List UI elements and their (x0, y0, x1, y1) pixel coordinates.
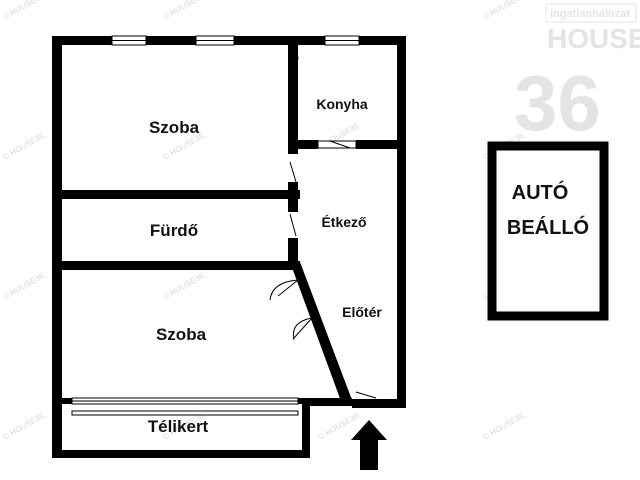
room-label-furdo: Fürdő (150, 221, 198, 240)
windows (71, 35, 360, 416)
door-furdo-leaf (289, 213, 297, 237)
door-marker (293, 55, 299, 61)
door-szoba-arc (269, 279, 299, 301)
wall-vertical-mid (288, 182, 298, 212)
wall-step-top (302, 398, 352, 406)
wall-bottom-right (352, 399, 406, 408)
watermark-repeat: © HOUSE36 (482, 411, 526, 442)
door-szoba-leaf-1 (277, 279, 299, 297)
wall-telikert-right (302, 398, 310, 458)
watermark-repeat: © HOUSE36 (162, 0, 206, 22)
wall-telikert-bottom (52, 450, 310, 458)
watermark-repeat: © HOUSE36 (2, 411, 46, 442)
room-label-eloter: Előtér (342, 304, 382, 320)
parking-label-line-1: AUTÓ (512, 180, 569, 204)
room-label-szoba-bottom: Szoba (156, 325, 207, 344)
room-label-etkezo: Étkező (321, 214, 366, 230)
parking-label-line-2: BEÁLLÓ (507, 215, 589, 239)
door-szoba-leaf-2 (293, 317, 313, 339)
door-konyha (317, 140, 357, 149)
wall-left (52, 36, 62, 458)
window-telikert-bottom (71, 410, 299, 416)
parking-area (487, 141, 609, 321)
wall-szoba-furdo (52, 190, 300, 199)
watermark-logo-box (545, 3, 637, 23)
wall-furdo-szoba (52, 261, 300, 270)
watermark-repeat: © HOUSE36 (2, 0, 46, 22)
interior-walls (52, 36, 406, 404)
watermark-brand-name: HOUSE (547, 23, 640, 54)
wall-diagonal (290, 262, 352, 404)
wall-right (397, 36, 406, 408)
room-label-konyha: Konyha (316, 96, 368, 112)
door-konyha-leaf (329, 140, 351, 149)
watermark-repeat: © HOUSE36 (162, 271, 206, 302)
door-top-leaf (289, 161, 297, 183)
watermark-repeat: © HOUSE36 (482, 0, 526, 22)
arrow-up-icon (351, 420, 387, 470)
wall-konyha-bottom-right (356, 140, 406, 149)
wall-konyha-left (288, 36, 298, 154)
watermark-brand-number: 36 (514, 59, 601, 147)
door-szoba-arc-2 (292, 317, 313, 341)
wall-konyha-bottom-left (288, 140, 318, 149)
doors (269, 55, 377, 399)
watermark-repeat: © HOUSE36 (2, 131, 46, 162)
room-label-telikert: Télikert (148, 417, 209, 436)
room-label-szoba-top: Szoba (149, 118, 200, 137)
watermark-repeat: © HOUSE36 (2, 271, 46, 302)
door-entrance-leaf (355, 391, 377, 399)
wall-vertical-low (288, 238, 298, 270)
watermark-tagline: ingatlanhálózat (550, 8, 630, 20)
